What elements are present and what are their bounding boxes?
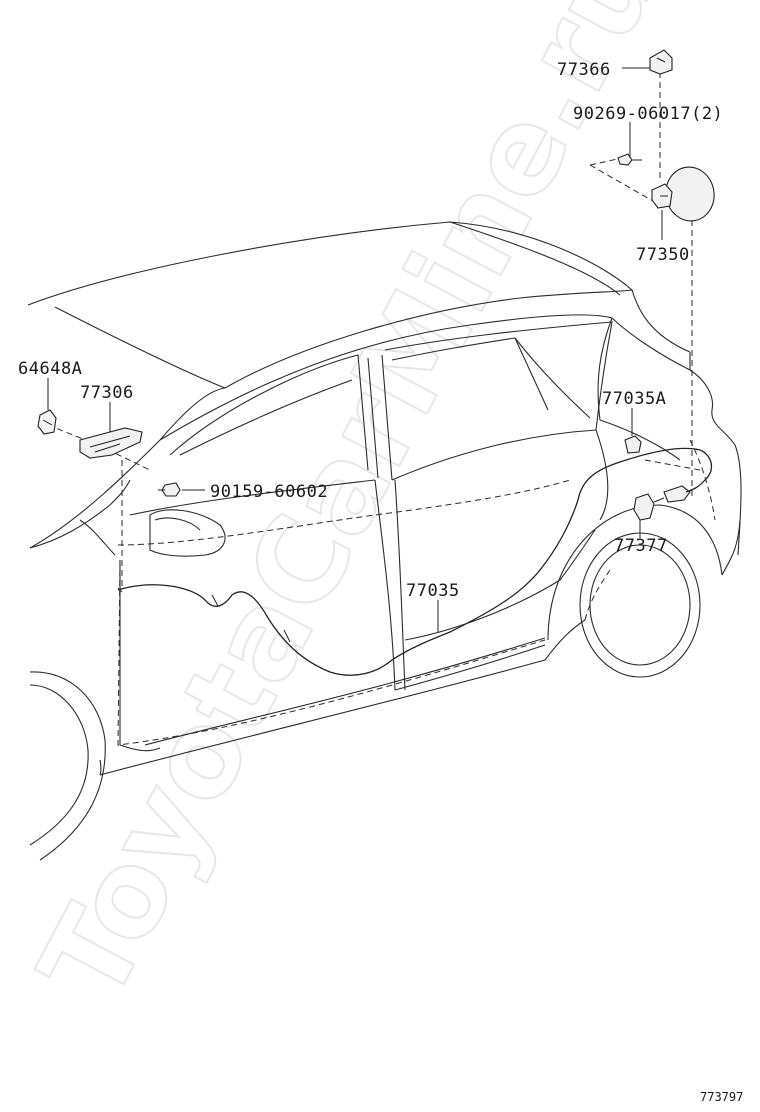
label-leaders <box>47 67 663 632</box>
part-64648A-clip[interactable] <box>37 409 57 435</box>
part-77306-lever[interactable] <box>79 427 143 459</box>
label-77306: 77306 <box>80 383 134 403</box>
label-77035: 77035 <box>406 581 460 601</box>
watermark-text: ToyotaCarMine.ru <box>13 0 686 1023</box>
label-77035A: 77035A <box>602 389 666 409</box>
label-64648A: 64648A <box>18 359 82 379</box>
cable-clip-mark <box>211 594 219 607</box>
part-90269-screw[interactable] <box>617 153 642 166</box>
part-77366-housing[interactable] <box>649 49 673 75</box>
part-77377-bracket[interactable] <box>633 485 691 521</box>
car-body-outline <box>27 221 742 861</box>
part-77350-fuel-door[interactable] <box>651 163 718 225</box>
part-77035-cable[interactable] <box>117 447 713 676</box>
cable-clip-mark-2 <box>283 629 291 643</box>
cable-end-front <box>117 587 123 593</box>
figure-id: 773797 <box>700 1090 743 1104</box>
label-90269-06017: 90269-06017(2) <box>573 104 723 124</box>
label-77366: 77366 <box>557 60 611 80</box>
part-90159-bolt[interactable] <box>158 482 181 497</box>
label-77350: 77350 <box>636 245 690 265</box>
label-77377: 77377 <box>614 536 668 556</box>
label-90159-60602: 90159-60602 <box>210 482 328 502</box>
part-77035A-clip[interactable] <box>624 435 642 454</box>
